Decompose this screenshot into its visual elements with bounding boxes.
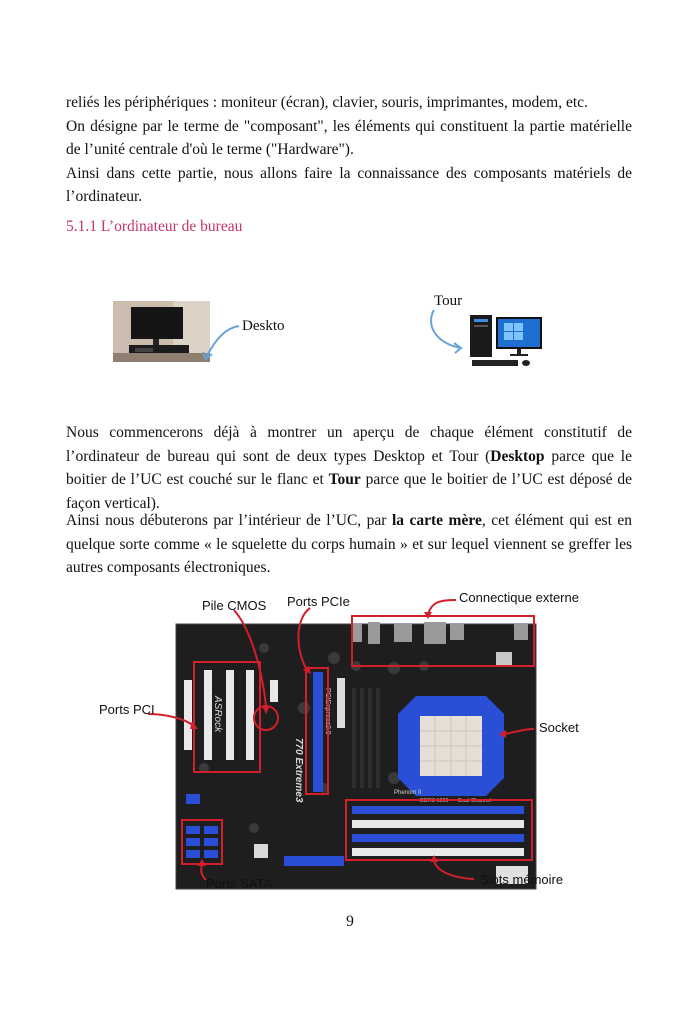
intro-paragraph: reliés les périphériques : moniteur (écr… [66,91,632,209]
desktop-arrow [202,325,240,361]
label-ports-pci: Ports PCI [99,702,155,717]
board-brand-text: ASRock [212,695,223,733]
label-ports-pcie: Ports PCIe [287,594,350,609]
desktop-computer-icon [113,301,210,362]
body-p1-bold-tour: Tour [328,471,361,488]
intro-line-3: Ainsi dans cette partie, nous allons fai… [66,164,632,206]
body-p1-bold-desktop: Desktop [490,447,545,465]
body-p2-text-c: , cet élément qui est en quelque sorte c… [66,512,633,576]
intro-line-2: On désigne par le terme de "composant", … [66,117,632,159]
label-slots-memoire: Slots mémoire [480,872,564,887]
board-model-text: 770 Extreme3 [293,738,304,803]
body-p1-text-e: parce que le boitier de l’UC est déposé … [66,471,632,512]
body-p2-text-a: Ainsi nous débuterons par l’intérieur de… [66,512,392,529]
intro-line-1: reliés les périphériques : moniteur (écr… [66,94,588,111]
desktop-caption: Deskto [242,318,285,334]
label-connectique-externe: Connectique externe [459,590,579,605]
motherboard-figure: ASRock 770 Extreme3 PCIExpress2.0 Phenom… [94,588,596,903]
label-pile-cmos: Pile CMOS [202,598,267,613]
tower-computer-icon [470,315,542,366]
tour-caption: Tour [434,293,463,309]
page-number: 9 [346,913,354,930]
body-p2-bold-carte-mere: la carte mère [391,512,482,529]
board-cpu-text: Phenom II [394,790,422,796]
label-ports-sata: Ports SATA [206,876,272,891]
motherboard-image: ASRock 770 Extreme3 PCIExpress2.0 Phenom… [147,599,537,890]
section-heading: 5.1.1 L’ordinateur de bureau [66,218,243,235]
body-p1-text-c: parce que le boitier de l’UC est couché … [66,447,632,489]
body-p1-text-a: Nous commencerons déjà à montrer un aper… [66,424,632,465]
label-socket: Socket [539,720,579,735]
desktop-photo [113,301,210,362]
tour-arrow [430,309,463,354]
body-paragraph-1: Nous commencerons déjà à montrer un aper… [66,421,632,515]
body-paragraph-2: Ainsi nous débuterons par l’intérieur de… [66,509,632,580]
